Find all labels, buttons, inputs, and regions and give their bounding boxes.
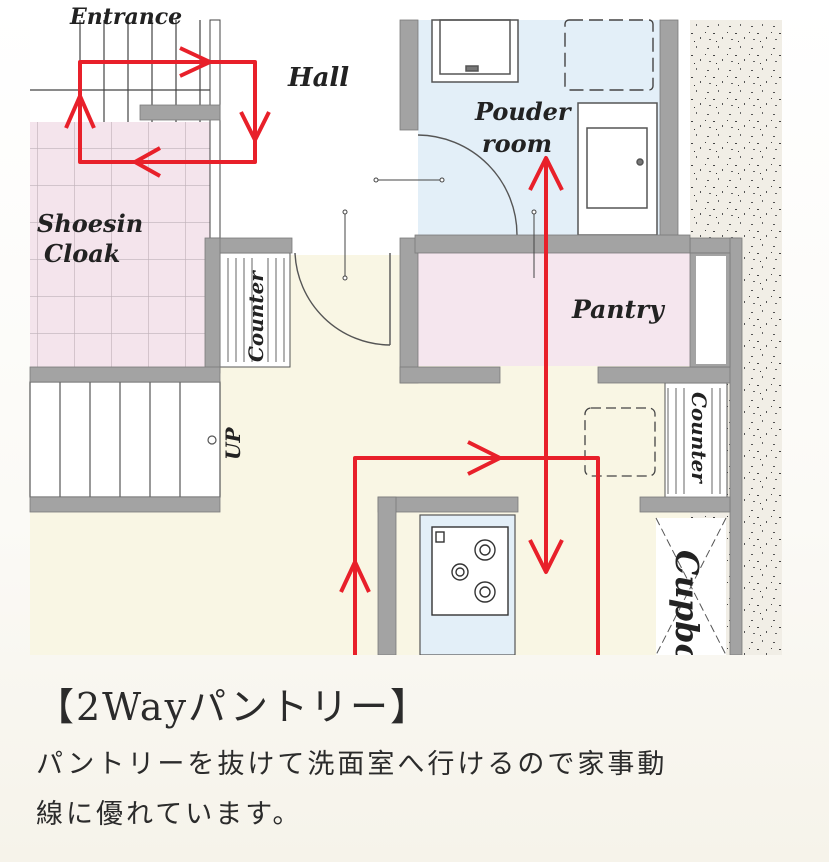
label-powder-room-line2: room (482, 129, 552, 158)
label-hall: Hall (287, 63, 349, 93)
counter-right-hatch (667, 388, 721, 494)
stove-icon (431, 526, 509, 616)
label-powder-room-line1: Pouder (474, 97, 573, 126)
powder-room-door-swing (417, 134, 518, 236)
hall-loop-arrow (64, 46, 271, 178)
caption-line-1: パントリーを抜けて洗面室へ行けるので家事動 (36, 749, 668, 780)
walls (29, 19, 743, 655)
kitchen-door-swing (294, 252, 391, 346)
label-shoe-cloak-line2: Cloak (44, 239, 120, 268)
label-pantry: Pantry (571, 295, 665, 324)
pantry-two-way-arrow (528, 156, 564, 574)
caption-line-2: 線に優れています。 (36, 799, 303, 830)
dining-table-dashed (584, 407, 656, 477)
kitchen-loop-arrow (339, 440, 600, 655)
label-counter-left: Counter (244, 270, 268, 362)
wash-basin (577, 102, 658, 236)
caption-body: パントリーを抜けて洗面室へ行けるので家事動 線に優れています。 (36, 740, 816, 840)
staircase (29, 381, 221, 498)
hall-floor (220, 20, 400, 255)
caption-title: 【2Wayパントリー】 (36, 685, 430, 729)
label-counter-right: Counter (687, 392, 711, 484)
label-shoe-cloak-line1: Shoesin (37, 209, 143, 238)
label-entrance: Entrance (69, 4, 182, 30)
shoe-cloak-shelf-line (209, 19, 221, 239)
floor-plan: Entrance Hall Pouder room Shoesin Cloak … (29, 4, 782, 655)
pantry-floor (418, 253, 690, 366)
label-cupboard: Cupbo (668, 550, 706, 655)
label-stairs-up: UP (221, 427, 245, 460)
counter-left-hatch (227, 258, 285, 362)
toilet-fixture (431, 19, 519, 83)
hall-fixtures (342, 177, 537, 281)
powder-room-cabinet (564, 19, 654, 91)
pantry-window (696, 256, 726, 364)
cupboard-area (655, 517, 727, 655)
counter-left-area (219, 252, 291, 368)
